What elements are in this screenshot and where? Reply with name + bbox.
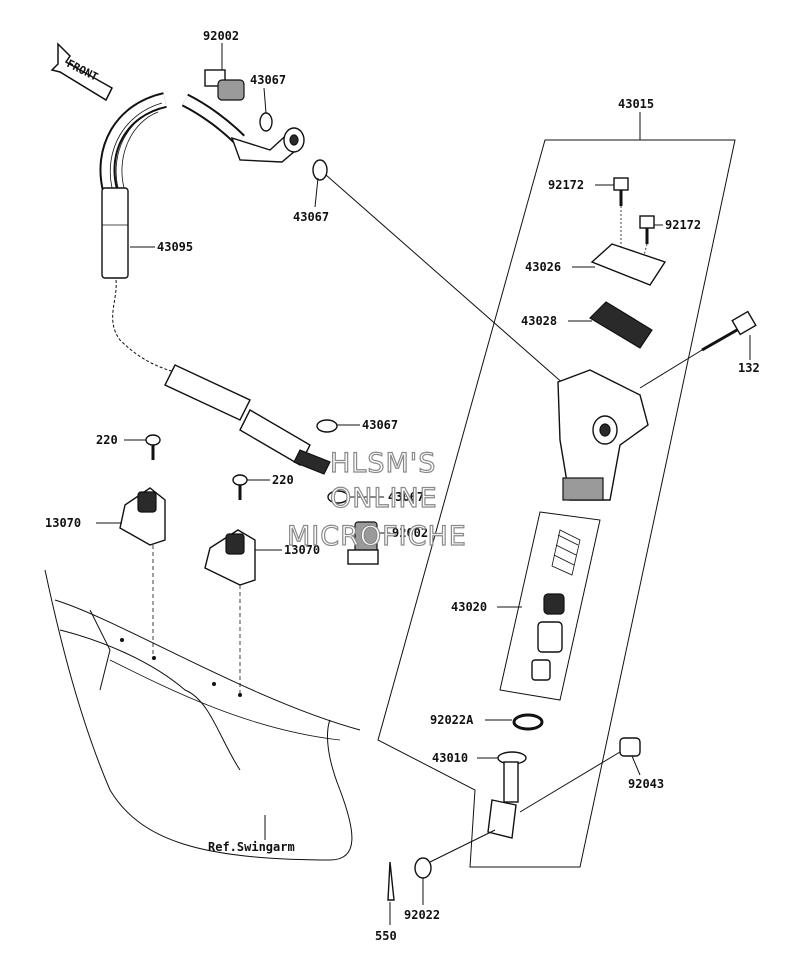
label-92002-top: 92002 [203,29,239,43]
reservoir-cap-43026 [590,243,667,286]
part-labels: 92002 43067 43067 43015 92172 92172 4309… [45,29,760,943]
label-43015: 43015 [618,97,654,111]
label-92172-b: 92172 [665,218,701,232]
label-92002-bottom: 92002 [392,526,428,540]
circlip-92022A [512,713,544,731]
washer-43067-c [316,419,338,433]
label-92022: 92022 [404,908,440,922]
label-13070-b: 13070 [284,543,320,557]
watermark-line-1: HLSM'S [330,448,436,479]
watermark: HLSM'S ONLINE MICROFICHE [286,447,467,552]
cotter-pin-550 [387,861,395,901]
clamp-13070-a [119,487,166,546]
pin-92043 [519,737,641,813]
brake-hose [99,92,331,475]
piston-kit-43020 [531,529,581,681]
diaphragm-43028 [589,301,653,349]
bolt-92002-bottom [347,521,379,565]
screw-92172-a [613,177,629,206]
front-arrow: FRONT [50,42,113,102]
bolt-92002-top [204,69,245,101]
washer-92022 [414,857,432,879]
label-92022A: 92022A [430,713,474,727]
label-43067-b: 43067 [293,210,329,224]
label-92172-a: 92172 [548,178,584,192]
screw-92172-b [639,215,655,244]
label-ref-swingarm: Ref.Swingarm [208,840,295,854]
label-43095: 43095 [157,240,193,254]
piston-kit-frame [499,511,601,701]
washer-43067-a [259,112,273,132]
master-cylinder [557,369,649,501]
bolt-132 [701,310,757,352]
leader-lines [96,43,751,925]
swingarm [44,569,361,861]
label-43067-a: 43067 [250,73,286,87]
screw-220-a [145,434,161,460]
watermark-line-3: MICROFICHE [287,521,467,552]
watermark-line-2: ONLINE [330,483,438,514]
label-220-a: 220 [96,433,118,447]
label-43020: 43020 [451,600,487,614]
label-132: 132 [738,361,760,375]
push-rod-43010 [487,751,527,839]
label-43026: 43026 [525,260,561,274]
label-43028: 43028 [521,314,557,328]
label-13070-a: 13070 [45,516,81,530]
label-43010: 43010 [432,751,468,765]
label-43067-c: 43067 [362,418,398,432]
label-43067-d: 43067 [388,490,424,504]
screw-220-b [232,474,248,500]
clamp-13070-b [204,529,256,586]
label-92043: 92043 [628,777,664,791]
assembly-frame [377,139,736,868]
washer-43067-b [312,159,328,181]
label-550: 550 [375,929,397,943]
label-220-b: 220 [272,473,294,487]
